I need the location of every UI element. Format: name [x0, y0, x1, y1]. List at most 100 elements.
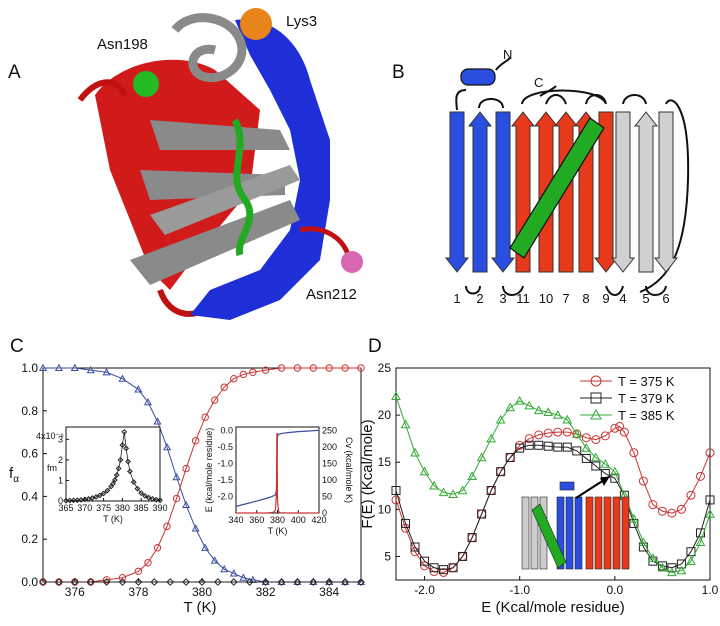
legend-entry-1: T = 379 K [618, 391, 675, 406]
inset2-y-left-tick-label: -0.5 [217, 442, 233, 452]
data-point [182, 464, 190, 473]
inset-x-axis-label: T (K) [103, 514, 123, 524]
beta-strand-6 [653, 111, 679, 273]
data-point [309, 578, 318, 586]
data-point [293, 578, 302, 586]
data-point [667, 567, 677, 577]
data-point [534, 440, 544, 450]
inset-fm-point [149, 495, 156, 502]
data-point [410, 447, 420, 457]
data-point [229, 569, 238, 577]
inset2-y-left-tick-label: 0.0 [220, 425, 233, 435]
data-point [524, 434, 534, 444]
inset-y-tick-label: 2 [58, 455, 63, 465]
data-point [591, 461, 601, 471]
data-point [429, 563, 439, 573]
n-terminus-tail [495, 57, 511, 71]
asn212-residue-sphere [341, 251, 363, 273]
lys3-residue-sphere [240, 8, 272, 40]
inset-fm-point [145, 494, 152, 501]
y-tick-label: 20 [378, 408, 392, 422]
beta-strand-2 [467, 111, 493, 273]
inset-y-tick-label: 0 [58, 496, 63, 506]
inset-frame [65, 426, 161, 502]
data-point [118, 574, 127, 582]
annotation-lys3: Lys3 [286, 13, 317, 30]
data-point [657, 506, 667, 516]
gray-strand-1 [150, 120, 290, 150]
data-point [496, 467, 506, 477]
inset-y-tick-label: 1 [58, 475, 63, 485]
data-point [401, 518, 411, 528]
inset-fm-point [134, 485, 141, 492]
data-point [562, 414, 573, 424]
inset-fm-point [153, 496, 160, 503]
cartoon-red-strand-1 [594, 496, 603, 570]
data-point [600, 431, 610, 441]
inset-fm-point [117, 456, 124, 463]
data-point [676, 559, 686, 569]
cartoon-red-strand-2 [603, 496, 612, 570]
data-point [325, 364, 333, 372]
inset-fm-point [127, 468, 133, 475]
data-point [638, 476, 648, 486]
panel-c-label: C [10, 336, 24, 357]
strand-number-3: 3 [499, 291, 506, 306]
data-point [505, 453, 515, 463]
inset2-y-left-tick-label: -2.0 [217, 491, 233, 501]
panel-a-label: A [8, 62, 21, 83]
strand-number-8: 8 [582, 291, 589, 306]
topology-diagram [444, 57, 690, 296]
data-point [134, 385, 143, 393]
legend: T = 375 KT = 379 KT = 385 K [580, 374, 675, 423]
data-point [54, 363, 63, 372]
data-point [134, 578, 143, 586]
inset-x-tick-label: 370 [77, 503, 92, 513]
legend-marker [590, 408, 602, 420]
data-point [553, 442, 563, 452]
inset-fm-point [100, 490, 107, 497]
data-point [552, 410, 563, 419]
cartoon-strand-1 [530, 496, 539, 570]
data-point [514, 395, 525, 405]
x-tick-label: 376 [65, 585, 85, 599]
c-terminus-label: C [534, 75, 543, 90]
x-tick-label: 380 [192, 585, 212, 599]
data-point [201, 413, 209, 421]
data-point [648, 500, 658, 510]
inset-fm-point [96, 492, 103, 499]
data-point [201, 543, 210, 551]
inset2-x-tick-label: 380 [270, 515, 285, 525]
data-point [609, 466, 620, 476]
data-point [134, 567, 143, 575]
data-point [705, 448, 715, 458]
y-tick-label: 15 [378, 455, 392, 469]
inset2-y-left-axis-label: E (kcal/mole residue) [204, 428, 214, 513]
central-helix [231, 118, 254, 257]
inset-fm-point [119, 442, 126, 448]
data-point [458, 551, 468, 561]
data-point [419, 466, 430, 476]
strand-number-11: 11 [516, 291, 530, 306]
inset-x-tick-label: 380 [115, 503, 130, 513]
data-point [467, 533, 477, 543]
cartoon-red-strand-0 [585, 496, 594, 570]
cartoon-red-strand-4 [621, 496, 630, 570]
y-tick-label: 0.0 [21, 575, 38, 589]
data-point [657, 561, 667, 571]
x-axis-label: T (K) [183, 599, 216, 616]
legend-marker [590, 392, 602, 404]
data-point [166, 578, 175, 586]
strand-number-6: 6 [662, 291, 669, 306]
data-point [695, 471, 705, 481]
x-tick-label: 0.0 [607, 583, 624, 597]
data-point [213, 578, 222, 586]
data-point [676, 565, 687, 575]
data-point [118, 578, 127, 586]
data-point [686, 556, 696, 565]
data-point [230, 375, 238, 383]
strand-number-9: 9 [602, 291, 609, 306]
